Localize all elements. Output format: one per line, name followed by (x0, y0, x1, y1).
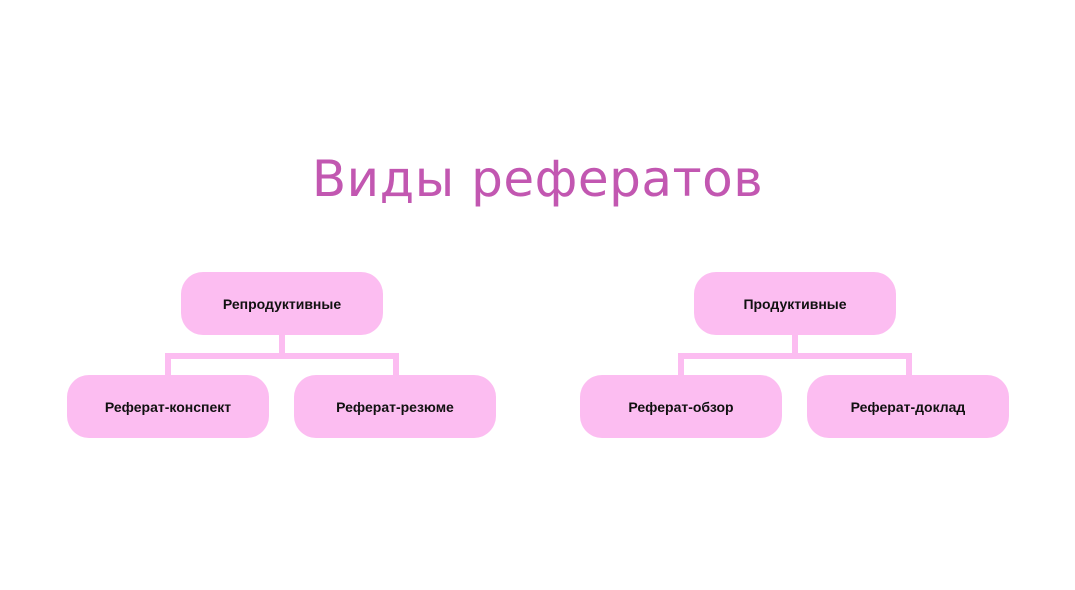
connector (678, 353, 912, 359)
connector (906, 353, 912, 376)
connector (792, 335, 798, 359)
connector (678, 353, 684, 376)
node-referat-konspekt: Реферат-конспект (67, 375, 269, 438)
diagram-title: Виды рефератов (311, 150, 764, 208)
connector (393, 353, 399, 376)
node-referat-obzor: Реферат-обзор (580, 375, 782, 438)
node-referat-doklad: Реферат-доклад (807, 375, 1009, 438)
node-productive: Продуктивные (694, 272, 896, 335)
connector (165, 353, 399, 359)
connector (279, 335, 285, 359)
node-reproductive: Репродуктивные (181, 272, 383, 335)
node-referat-rezyume: Реферат-резюме (294, 375, 496, 438)
connector (165, 353, 171, 376)
